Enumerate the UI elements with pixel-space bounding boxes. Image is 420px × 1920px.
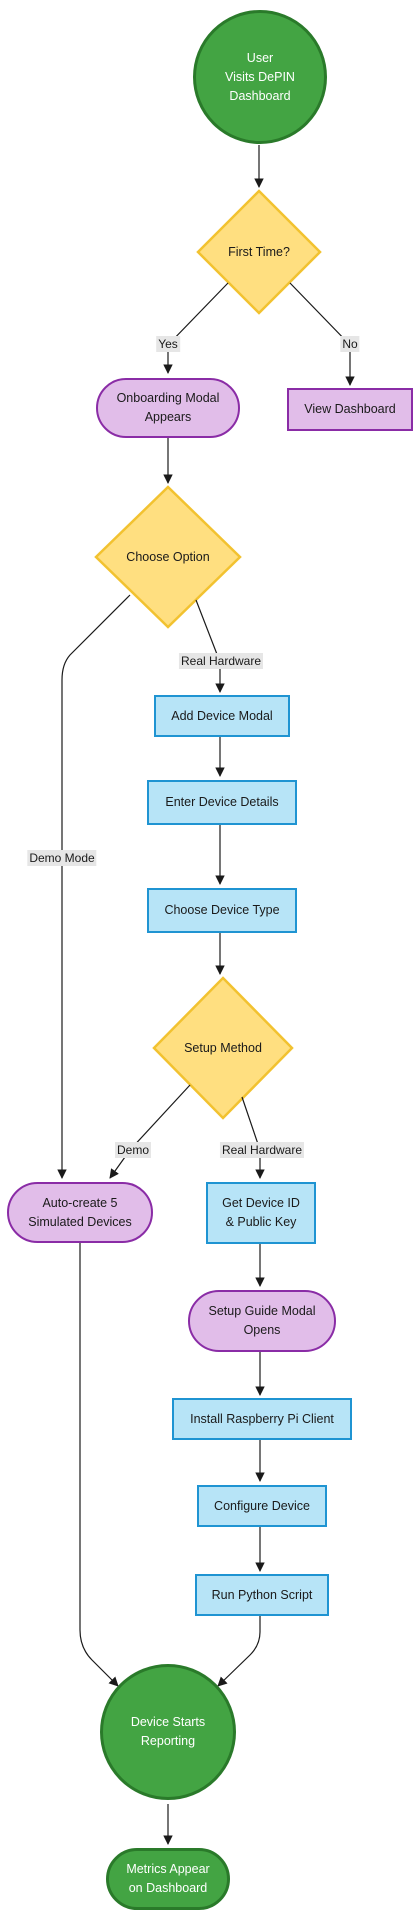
edge-label-yes: Yes [156,336,180,352]
configure-device-node: Configure Device [197,1485,327,1527]
view-dashboard-node: View Dashboard [287,388,413,431]
edge-choose-real-hardware [195,599,225,693]
run-script-node: Run Python Script [195,1574,329,1616]
device-starts-node: Device Starts Reporting [100,1664,236,1800]
add-device-modal-node: Add Device Modal [154,695,290,737]
enter-device-details-node: Enter Device Details [147,780,297,825]
edge-label-real-hardware: Real Hardware [178,653,264,669]
edge-choose-demo-mode [57,594,131,1179]
decision-setup-method: Setup Method [184,1041,262,1055]
install-client-node: Install Raspberry Pi Client [172,1398,352,1440]
onboarding-modal-node: Onboarding Modal Appears [96,378,240,438]
auto-create-node: Auto-create 5 Simulated Devices [7,1182,153,1243]
decision-setup-method-shape [152,976,294,1120]
decision-choose-option-shape [94,485,242,629]
edge-label-real-hardware-2: Real Hardware [219,1142,305,1158]
edge-auto-to-device-starts [79,1243,119,1687]
edge-run-to-device-starts [217,1616,261,1687]
edge-first-time-no [289,282,355,386]
get-device-id-node: Get Device ID & Public Key [206,1182,316,1244]
decision-first-time-shape [196,189,322,315]
decision-first-time: First Time? [228,245,290,259]
edge-label-no: No [340,336,360,352]
decision-choose-option: Choose Option [126,550,210,564]
metrics-appear-node: Metrics Appear on Dashboard [106,1848,230,1910]
choose-device-type-node: Choose Device Type [147,888,297,933]
edge-label-demo-mode: Demo Mode [27,850,97,866]
start-node: User Visits DePIN Dashboard [193,10,327,144]
setup-guide-modal-node: Setup Guide Modal Opens [188,1290,336,1352]
edge-label-demo: Demo [114,1142,152,1158]
edge-setup-real-hardware [241,1096,265,1179]
edge-first-time-yes [163,282,229,374]
edge-setup-demo [109,1084,191,1179]
